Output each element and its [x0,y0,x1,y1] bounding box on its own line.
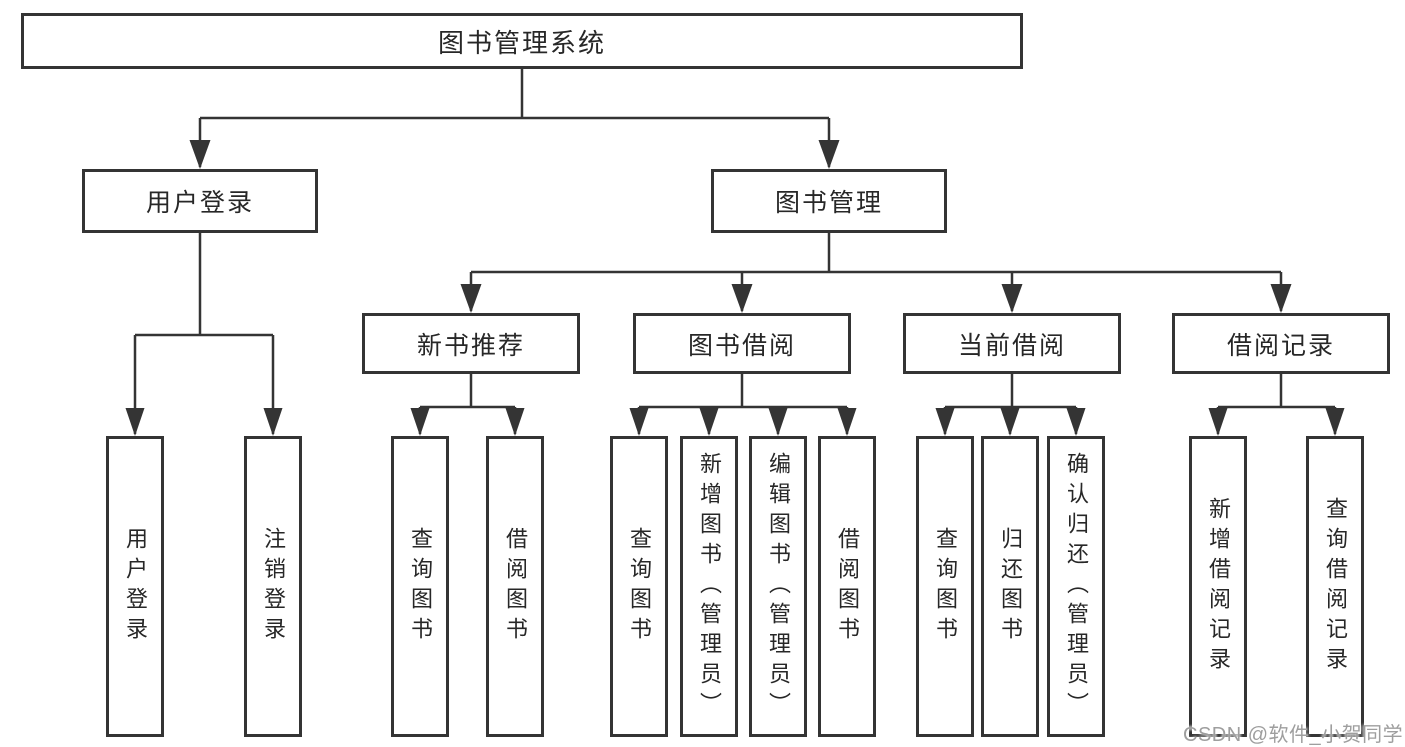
leaf-user-login: 用户登录 [106,436,164,737]
node-borrow-records: 借阅记录 [1172,313,1390,374]
leaf-query-books-recommend: 查询图书 [391,436,449,737]
leaf-query-books-current: 查询图书 [916,436,974,737]
leaf-query-books-borrowing: 查询图书 [610,436,668,737]
csdn-watermark: CSDN @软件_小贺同学 [1183,724,1404,746]
leaf-add-books-admin: 新增图书（管理员） [680,436,738,737]
leaf-add-borrow-record: 新增借阅记录 [1189,436,1247,737]
leaf-confirm-return-admin: 确认归还（管理员） [1047,436,1105,737]
node-current-borrowing: 当前借阅 [903,313,1121,374]
node-library-management-system: 图书管理系统 [21,13,1023,69]
leaf-logout: 注销登录 [244,436,302,737]
node-book-management: 图书管理 [711,169,947,233]
leaf-query-borrow-record: 查询借阅记录 [1306,436,1364,737]
leaf-borrow-books-borrowing: 借阅图书 [818,436,876,737]
node-book-borrowing: 图书借阅 [633,313,851,374]
arrowhead-icons [125,140,1345,436]
node-new-book-recommend: 新书推荐 [362,313,580,374]
leaf-edit-books-admin: 编辑图书（管理员） [749,436,807,737]
leaf-borrow-books-recommend: 借阅图书 [486,436,544,737]
leaf-return-books: 归还图书 [981,436,1039,737]
node-user-login: 用户登录 [82,169,318,233]
